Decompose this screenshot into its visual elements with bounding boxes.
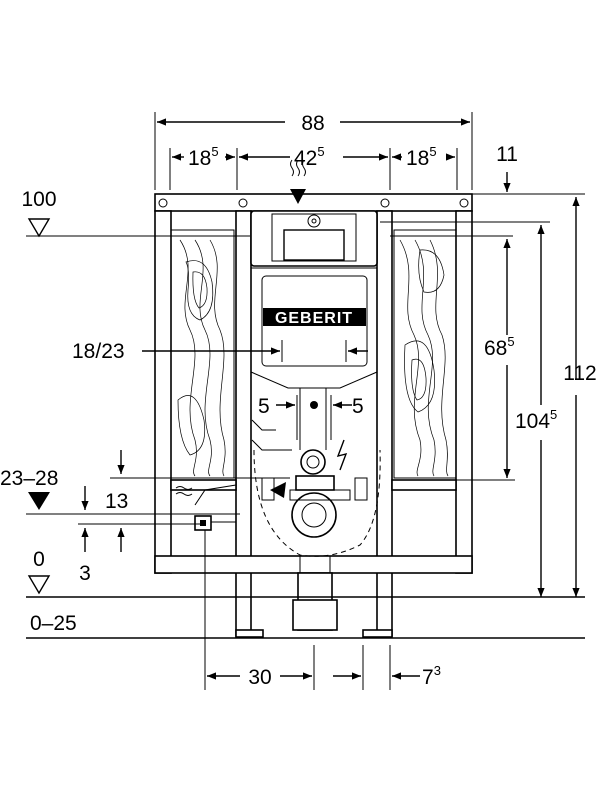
wood-panel-right (393, 229, 457, 479)
dim-water-height: 13 (105, 490, 128, 513)
geberit-logo: GEBERIT (263, 308, 366, 327)
dim-level-range: 23–28 (0, 467, 58, 490)
dim-floor-range: 0–25 (30, 612, 77, 635)
dim-center: 425 (294, 144, 325, 170)
arrow-icon (270, 482, 286, 498)
dim-total-height: 112 (563, 362, 596, 385)
level-triangle-icon (27, 575, 51, 595)
geberit-logo-text: GEBERIT (275, 310, 353, 327)
dim-bottom-left: 30 (248, 666, 271, 689)
dim-drain-offset-right: 5 (352, 395, 364, 418)
dim-ref-level-top: 100 (21, 188, 56, 211)
water-supply-icon (290, 159, 306, 177)
level-triangle-icon (28, 492, 50, 510)
level-triangle-icon (27, 218, 51, 238)
dim-bottom-right: 73 (422, 663, 441, 689)
water-supply-icon (175, 486, 193, 496)
wood-panel-left (170, 229, 235, 479)
dim-side-right: 185 (406, 144, 437, 170)
dimension-lines-top (154, 112, 473, 190)
plumbing (194, 388, 381, 631)
dim-top-offset: 11 (496, 143, 518, 166)
cistern (250, 210, 378, 389)
dim-drain-offset-left: 5 (258, 395, 270, 418)
dim-plate-height: 685 (484, 334, 515, 360)
electric-icon (336, 439, 348, 471)
dim-total-width: 88 (301, 112, 324, 135)
dim-floor-level: 0 (33, 548, 45, 571)
arrow-icon (290, 189, 306, 204)
dim-flush-plate: 18/23 (72, 340, 125, 363)
dim-inner-height: 1045 (515, 407, 557, 433)
dim-side-left: 185 (188, 144, 219, 170)
dim-water-offset: 3 (79, 562, 91, 585)
